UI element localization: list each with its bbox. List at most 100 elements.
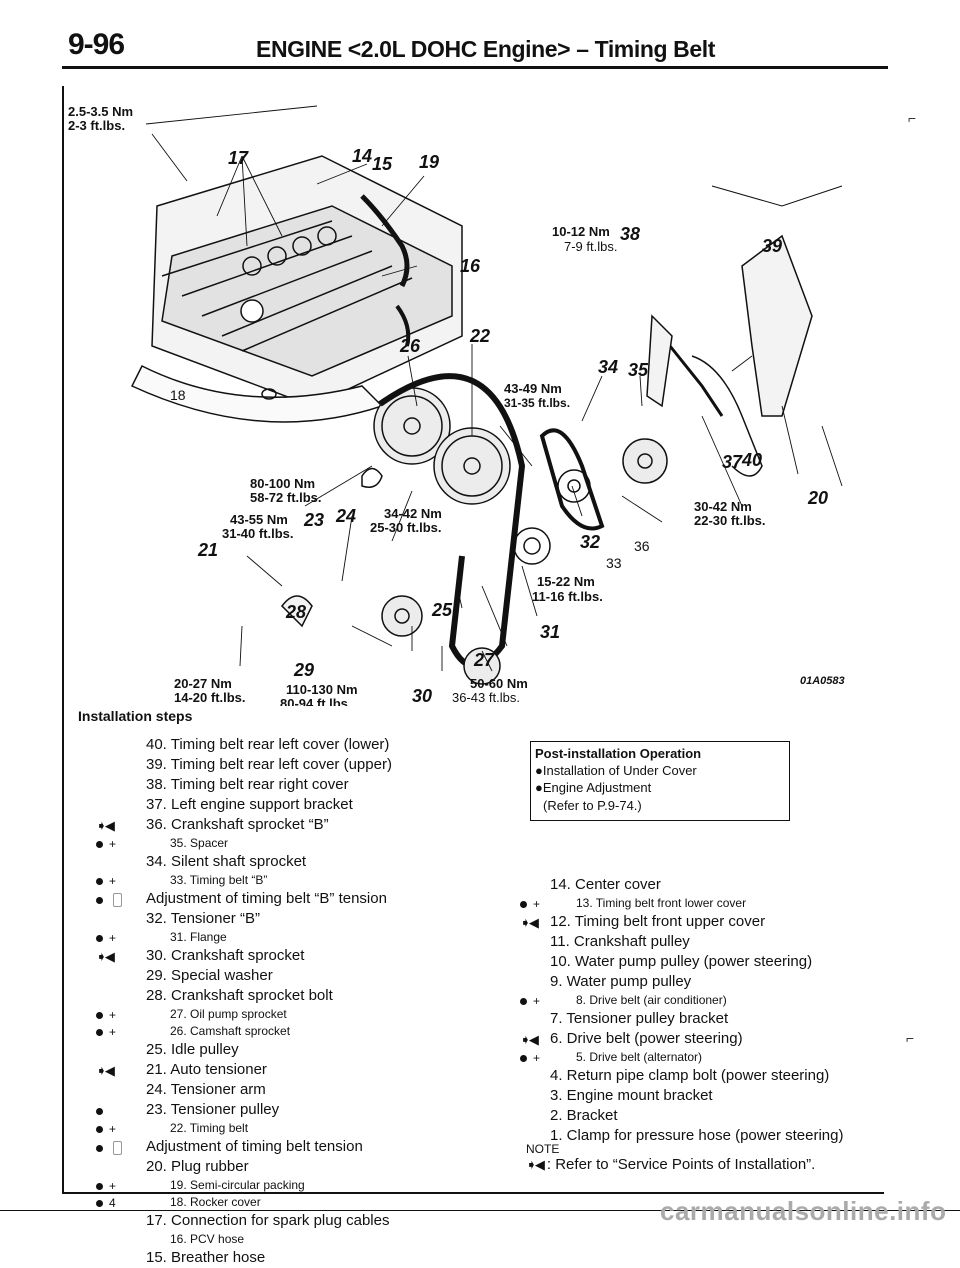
torque-label: 30-42 Nm — [694, 499, 752, 514]
part-number: 23 — [303, 510, 324, 530]
installation-step: +5. Drive belt (alternator) — [520, 1049, 880, 1066]
step-marker — [96, 1137, 144, 1157]
step-marker: + — [96, 1023, 170, 1041]
watermark: carmanualsonline.info — [660, 1196, 947, 1226]
part-number: 19 — [419, 152, 439, 172]
torque-label: 14-20 ft.lbs. — [174, 690, 246, 705]
step-text: 24. Tensioner arm — [146, 1081, 266, 1098]
step-marker: ➧◀ — [520, 912, 550, 933]
step-text: 14. Center cover — [550, 876, 661, 893]
torque-label: 22-30 ft.lbs. — [694, 513, 766, 528]
service-point-arrow-icon: ➧◀ — [526, 1157, 545, 1172]
step-text: 29. Special washer — [146, 967, 273, 984]
part-number: 26 — [399, 336, 421, 356]
installation-steps-right: 14. Center cover+13. Timing belt front l… — [520, 875, 880, 1146]
bullet-dot-icon — [520, 997, 527, 1005]
torque-label: 20-27 Nm — [174, 676, 232, 691]
part-number: 18 — [170, 387, 186, 403]
part-number: 24 — [335, 506, 356, 526]
step-marker: + — [96, 872, 170, 890]
bullet-dot-icon — [96, 934, 103, 942]
step-text: 22. Timing belt — [170, 1121, 249, 1135]
service-point-arrow-icon: ➧◀ — [520, 1032, 539, 1047]
torque-label: 58-72 ft.lbs. — [250, 490, 322, 505]
torque-label: 43-55 Nm — [230, 512, 288, 527]
plus-icon: + — [109, 931, 117, 945]
step-text: 18. Rocker cover — [170, 1195, 261, 1209]
step-text: 23. Tensioner pulley — [146, 1101, 280, 1118]
torque-label: 11-16 ft.lbs. — [532, 589, 603, 604]
bullet-dot-icon — [96, 1011, 103, 1019]
step-text: Adjustment of timing belt “B” tension — [146, 890, 387, 907]
installation-step: 29. Special washer — [96, 966, 516, 986]
installation-step: +26. Camshaft sprocket — [96, 1023, 516, 1040]
installation-step: +27. Oil pump sprocket — [96, 1006, 516, 1023]
torque-label: 15-22 Nm — [537, 574, 595, 589]
step-text: 5. Drive belt (alternator) — [576, 1050, 703, 1064]
margin-artifact-icon: ⌐ — [908, 110, 917, 126]
installation-step: 9. Water pump pulley — [520, 972, 880, 992]
part-number: 29 — [293, 660, 314, 680]
installation-step: 2. Bracket — [520, 1106, 880, 1126]
post-installation-title: Post-installation Operation — [535, 746, 702, 761]
step-text: 21. Auto tensioner — [146, 1061, 267, 1078]
bullet-dot-icon — [96, 877, 103, 885]
step-text: 19. Semi-circular packing — [170, 1178, 305, 1192]
torque-label: 7-9 ft.lbs. — [564, 239, 617, 254]
left-margin-rule — [62, 86, 64, 1192]
step-text: 12. Timing belt front upper cover — [550, 913, 766, 930]
installation-step: 20. Plug rubber — [96, 1157, 516, 1177]
installation-step: 7. Tensioner pulley bracket — [520, 1009, 880, 1029]
bullet-dot-icon — [96, 1144, 103, 1152]
installation-step: 28. Crankshaft sprocket bolt — [96, 986, 516, 1006]
step-marker: + — [96, 1120, 170, 1138]
torque-label: 50-60 Nm — [470, 676, 528, 691]
part-number: 17 — [228, 148, 249, 168]
installation-step: Adjustment of timing belt “B” tension — [96, 889, 516, 909]
step-marker: + — [520, 895, 576, 913]
step-text: 26. Camshaft sprocket — [170, 1024, 291, 1038]
torque-label: 31-40 ft.lbs. — [222, 526, 294, 541]
step-marker: 4 — [96, 1194, 170, 1212]
service-point-arrow-icon: ➧◀ — [96, 1063, 115, 1078]
part-number: 20 — [807, 488, 828, 508]
torque-label: 110-130 Nm — [286, 682, 358, 697]
installation-step: 32. Tensioner “B” — [96, 909, 516, 929]
torque-label: 36-43 ft.lbs. — [452, 690, 520, 705]
bullet-dot-icon — [96, 1182, 103, 1190]
part-number: 25 — [431, 600, 453, 620]
plus-icon: + — [109, 837, 117, 851]
step-text: 35. Spacer — [170, 836, 229, 850]
step-marker: ➧◀ — [96, 815, 144, 836]
torque-label: 31-35 ft.lbs. — [504, 396, 570, 410]
step-text: 9. Water pump pulley — [550, 973, 692, 990]
step-text: 28. Crankshaft sprocket bolt — [146, 987, 333, 1004]
installation-step: +35. Spacer — [96, 835, 516, 852]
torque-label: 80-94 ft.lbs. — [280, 696, 352, 706]
step-marker: ➧◀ — [96, 946, 144, 967]
step-text: 6. Drive belt (power steering) — [550, 1030, 743, 1047]
service-point-arrow-icon: ➧◀ — [96, 949, 115, 964]
installation-step: ➧◀ 21. Auto tensioner — [96, 1060, 516, 1080]
installation-step: ➧◀12. Timing belt front upper cover — [520, 912, 880, 932]
plus-icon: + — [533, 1051, 541, 1065]
step-text: 25. Idle pulley — [146, 1041, 239, 1058]
step-marker — [96, 889, 144, 909]
torque-label: 80-100 Nm — [250, 476, 315, 491]
service-point-arrow-icon: ➧◀ — [96, 818, 115, 833]
adjustment-bolt-icon — [113, 893, 122, 908]
installation-step: +22. Timing belt — [96, 1120, 516, 1137]
installation-step: 17. Connection for spark plug cables — [96, 1211, 516, 1231]
installation-step: 10. Water pump pulley (power steering) — [520, 952, 880, 972]
installation-step: 39. Timing belt rear left cover (upper) — [96, 755, 516, 775]
part-number: 37 — [722, 452, 743, 472]
installation-step: +33. Timing belt “B” — [96, 872, 516, 889]
step-text: 20. Plug rubber — [146, 1158, 249, 1175]
bottom-rule — [62, 1192, 884, 1194]
step-text: 8. Drive belt (air conditioner) — [576, 993, 727, 1007]
step-text: 10. Water pump pulley (power steering) — [550, 953, 813, 970]
post-installation-item: (Refer to P.9-74.) — [543, 798, 642, 813]
part-number: 36 — [634, 538, 650, 554]
step-marker: + — [96, 1006, 170, 1024]
